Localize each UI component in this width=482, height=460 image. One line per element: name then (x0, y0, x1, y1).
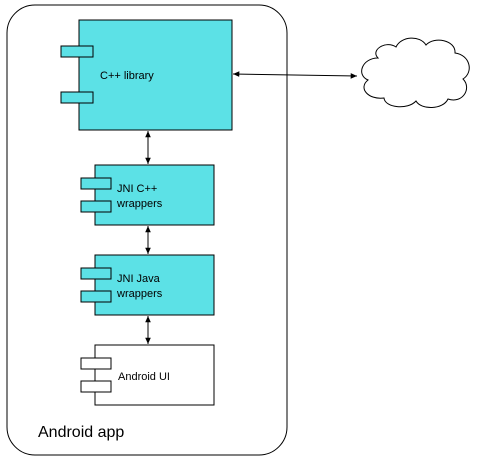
jni-cpp-wrappers-label-line1: JNI C++ (117, 183, 157, 195)
cloud-icon (361, 37, 470, 108)
cpp-library-component: C++ library (60, 19, 233, 131)
jni-java-wrappers-label-line1: JNI Java (117, 273, 161, 285)
connector-cpp-library-cloud (232, 71, 358, 79)
jni-java-wrappers-label-line2: wrappers (116, 288, 163, 300)
jni-cpp-wrappers-label-line2: wrappers (116, 198, 163, 210)
android-ui-component: Android UI (80, 344, 215, 406)
android-app-label: Android app (38, 424, 124, 441)
jni-java-wrappers-component: JNI Java wrappers (80, 254, 215, 316)
jni-cpp-wrappers-component: JNI C++ wrappers (80, 164, 215, 226)
cpp-library-label: C++ library (100, 70, 154, 82)
android-ui-label: Android UI (118, 371, 170, 383)
